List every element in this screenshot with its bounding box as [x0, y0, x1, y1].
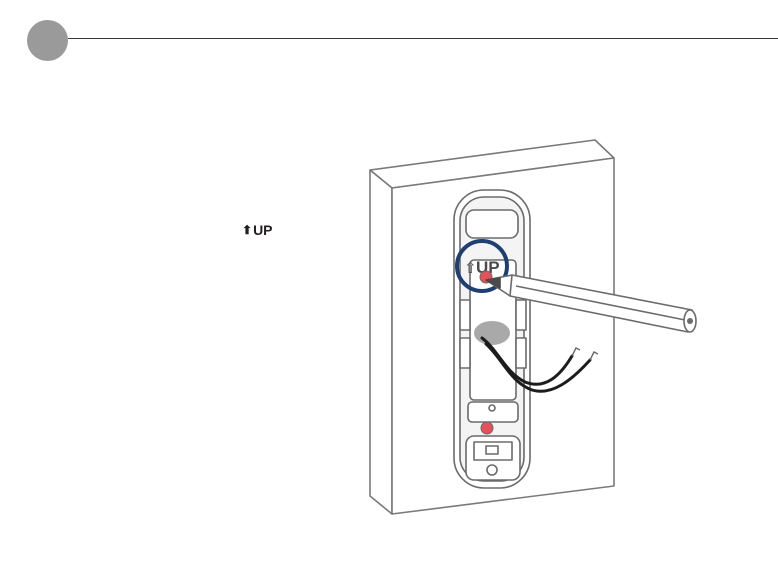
wall-hole	[474, 321, 510, 345]
screw-icon	[487, 465, 497, 475]
mounting-bracket	[454, 190, 530, 488]
bottom-hole-marker	[481, 422, 493, 434]
plate-up-arrow-icon: ⇧	[464, 260, 477, 277]
